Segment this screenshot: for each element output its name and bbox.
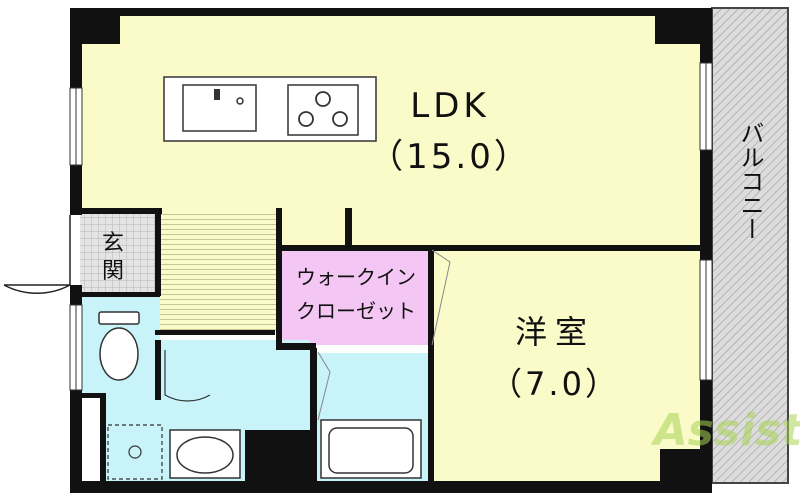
walls bbox=[70, 8, 712, 493]
washroom-door bbox=[164, 350, 211, 402]
closet-area bbox=[281, 249, 431, 345]
western-room-area bbox=[432, 249, 705, 481]
windows bbox=[69, 62, 713, 391]
washbasin bbox=[169, 429, 241, 479]
bathtub bbox=[320, 419, 422, 479]
kitchen-counter bbox=[163, 76, 377, 142]
balcony-area bbox=[711, 7, 789, 484]
bath-door bbox=[317, 351, 331, 421]
ldk-size: （15.0） bbox=[369, 137, 531, 177]
toilet-fixture bbox=[98, 311, 140, 381]
entrance-area bbox=[80, 212, 158, 292]
western-room-name: 洋室 bbox=[515, 313, 595, 351]
assist-watermark: Assist bbox=[651, 405, 800, 456]
entry-door bbox=[3, 215, 71, 295]
western-room-size: （7.0） bbox=[490, 365, 620, 403]
closet-label-1: ウォークイン bbox=[296, 265, 416, 289]
entrance-label-1: 玄 bbox=[102, 231, 124, 256]
balcony-label: バルコニー bbox=[736, 121, 764, 241]
ldk-name: LDK bbox=[410, 86, 489, 126]
closet-label-2: クローゼット bbox=[296, 299, 416, 323]
entrance-label-2: 関 bbox=[102, 259, 124, 284]
corridor-area bbox=[160, 210, 280, 330]
washing-machine-pan bbox=[107, 424, 163, 480]
closet-door bbox=[431, 249, 451, 346]
